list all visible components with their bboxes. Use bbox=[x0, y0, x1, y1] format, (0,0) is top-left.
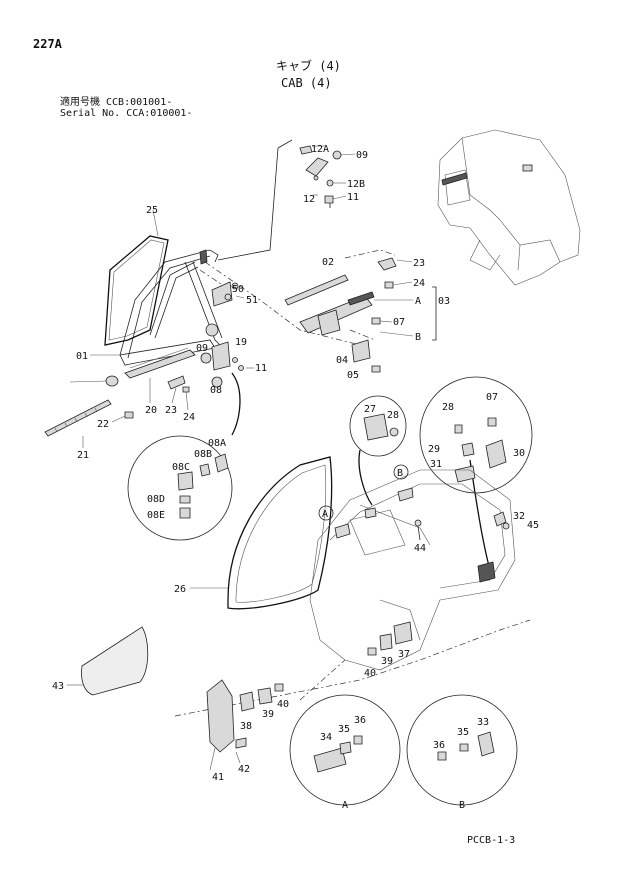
callout-label: 40 bbox=[364, 668, 376, 679]
callout-label: 11 bbox=[347, 192, 359, 203]
callout-label: 08D bbox=[147, 494, 165, 505]
callout-labels: 12A 09 12B 12 11 25 23 02 24 50 51 A 03 … bbox=[52, 144, 539, 811]
seal-strip-21 bbox=[44, 399, 112, 437]
callout-label: 08E bbox=[147, 510, 165, 521]
detail-a-marker: B bbox=[397, 468, 403, 479]
callout-label: 39 bbox=[381, 656, 393, 667]
callout-label: 24 bbox=[413, 278, 425, 289]
callout-label: 23 bbox=[165, 405, 177, 416]
callout-label: B bbox=[415, 332, 421, 343]
callout-label: A bbox=[415, 296, 421, 307]
callout-label: 35 bbox=[457, 727, 469, 738]
detail-b-marker: A bbox=[322, 509, 328, 520]
callout-label: 43 bbox=[52, 681, 64, 692]
callout-label: 29 bbox=[428, 444, 440, 455]
leader-lines bbox=[67, 145, 414, 771]
detail-view-b bbox=[406, 694, 518, 806]
detail-bubble-27-28 bbox=[349, 395, 407, 457]
serial-applicability-line: 適用号機 CCB:001001- bbox=[60, 97, 173, 108]
window-seal-25 bbox=[104, 235, 169, 346]
callout-label: 28 bbox=[387, 410, 399, 421]
callout-label: 08C bbox=[172, 462, 190, 473]
callout-label: 25 bbox=[146, 205, 158, 216]
callout-label: 01 bbox=[76, 351, 88, 362]
bolt-assembly-32-45 bbox=[493, 511, 510, 530]
door-frame-01 bbox=[119, 249, 361, 366]
glass-panel-43 bbox=[81, 626, 149, 696]
callout-label: 37 bbox=[398, 649, 410, 660]
callout-label: 51 bbox=[246, 295, 258, 306]
callout-label: 30 bbox=[513, 448, 525, 459]
callout-label: 09 bbox=[356, 150, 368, 161]
callout-label: 22 bbox=[97, 419, 109, 430]
rail-02-lock-assembly bbox=[284, 249, 397, 373]
small-components-left bbox=[105, 281, 244, 419]
callout-label: 44 bbox=[414, 543, 426, 554]
detail-view-a bbox=[289, 694, 401, 806]
callout-label: 24 bbox=[183, 412, 195, 423]
cab-body-structure bbox=[309, 469, 516, 671]
callout-label: 04 bbox=[336, 355, 348, 366]
callout-label: 41 bbox=[212, 772, 224, 783]
callout-label: 08B bbox=[194, 449, 212, 460]
callout-label: 36 bbox=[354, 715, 366, 726]
striker-parts-37-39-40 bbox=[367, 621, 413, 656]
callout-label: 02 bbox=[322, 257, 334, 268]
callout-label: 05 bbox=[347, 370, 359, 381]
bracket-assembly-top bbox=[299, 145, 342, 208]
detail-b-label: B bbox=[459, 800, 465, 811]
door-seal-26 bbox=[227, 456, 333, 610]
callout-label: 45 bbox=[527, 520, 539, 531]
callout-label: 32 bbox=[513, 511, 525, 522]
lower-rail-20 bbox=[124, 347, 196, 379]
callout-label: 07 bbox=[393, 317, 405, 328]
callout-label: 08 bbox=[210, 385, 222, 396]
callout-label: 34 bbox=[320, 732, 332, 743]
detail-a-label: A bbox=[342, 800, 348, 811]
callout-label: 12A bbox=[311, 144, 329, 155]
callout-label: 38 bbox=[240, 721, 252, 732]
callout-label: 11 bbox=[255, 363, 267, 374]
page-number: 227A bbox=[33, 37, 62, 51]
callout-label: 09 bbox=[196, 343, 208, 354]
detail-bubble-29-30-31 bbox=[419, 376, 533, 494]
callout-label: 33 bbox=[477, 717, 489, 728]
callout-label: 27 bbox=[364, 404, 376, 415]
callout-label: 08A bbox=[208, 438, 226, 449]
callout-label: 28 bbox=[442, 402, 454, 413]
callout-label: 31 bbox=[430, 459, 442, 470]
callout-label: 36 bbox=[433, 740, 445, 751]
hinge-assembly-41 bbox=[174, 619, 531, 753]
detail-bubble-08 bbox=[127, 435, 233, 541]
callout-label: 35 bbox=[338, 724, 350, 735]
page-title-japanese: キャブ (4) bbox=[276, 59, 341, 73]
callout-label: 21 bbox=[77, 450, 89, 461]
callout-label: 26 bbox=[174, 584, 186, 595]
callout-label: 42 bbox=[238, 764, 250, 775]
callout-label: 12 bbox=[303, 194, 315, 205]
callout-label: 50 bbox=[232, 284, 244, 295]
serial-number-line: Serial No. CCA:010001- bbox=[60, 108, 193, 119]
diagram-code: PCCB-1-3 bbox=[467, 835, 516, 846]
callout-label: 19 bbox=[235, 337, 247, 348]
callout-label: 23 bbox=[413, 258, 425, 269]
page-title: CAB (4) bbox=[281, 76, 332, 90]
callout-label: 03 bbox=[438, 296, 450, 307]
callout-label: 20 bbox=[145, 405, 157, 416]
callout-label: 39 bbox=[262, 709, 274, 720]
callout-label: 12B bbox=[347, 179, 365, 190]
cab-outline-sketch bbox=[437, 129, 581, 286]
callout-label: 40 bbox=[277, 699, 289, 710]
callout-label: 07 bbox=[486, 392, 498, 403]
